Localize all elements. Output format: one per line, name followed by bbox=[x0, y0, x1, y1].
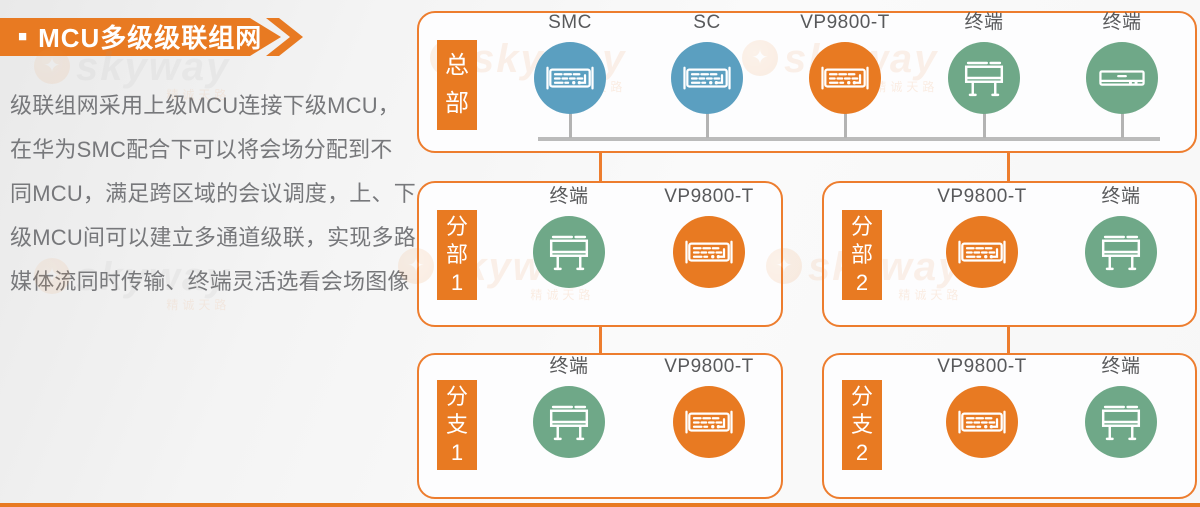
sub2-side-label: 分 支 2 bbox=[842, 380, 882, 470]
sub1-side-label: 分 支 1 bbox=[437, 380, 477, 470]
intro-line: 在华为SMC配合下可以将会场分配到不 bbox=[10, 137, 393, 162]
node-dept2-terminal: 终端 bbox=[1061, 184, 1181, 288]
node-label: 终端 bbox=[1101, 356, 1141, 377]
terminal-codec-icon bbox=[1086, 42, 1158, 114]
mcu-server-icon bbox=[534, 42, 606, 114]
intro-line: 级MCU间可以建立多通道级联，实现多路 bbox=[10, 225, 416, 250]
node-sub2-vp9800t: VP9800-T bbox=[922, 354, 1042, 458]
dept2-side-label: 分 部 2 bbox=[842, 210, 882, 300]
network-bus-line bbox=[538, 137, 1160, 141]
node-label: 终端 bbox=[549, 186, 589, 207]
bus-stem-line bbox=[705, 112, 709, 138]
cascade-link-line bbox=[598, 152, 602, 183]
hq-side-label: 总 部 bbox=[437, 40, 477, 130]
node-hq-terminal-2: 终端 bbox=[1062, 10, 1182, 114]
node-label: VP9800-T bbox=[937, 356, 1027, 377]
node-dept2-vp9800t: VP9800-T bbox=[922, 184, 1042, 288]
node-hq-terminal-1: 终端 bbox=[924, 10, 1044, 114]
node-label: 终端 bbox=[549, 356, 589, 377]
terminal-monitor-icon bbox=[533, 216, 605, 288]
node-label: 终端 bbox=[1101, 186, 1141, 207]
intro-paragraph: 级联组网采用上级MCU连接下级MCU， 在华为SMC配合下可以将会场分配到不 同… bbox=[10, 84, 416, 304]
mcu-server-icon bbox=[809, 42, 881, 114]
terminal-monitor-icon bbox=[948, 42, 1020, 114]
chevron-right-icon bbox=[266, 18, 303, 56]
node-dept1-vp9800t: VP9800-T bbox=[649, 184, 769, 288]
title-bullet-icon: ■ bbox=[18, 27, 28, 45]
cascade-link-line bbox=[1006, 152, 1010, 183]
node-label: SC bbox=[693, 12, 721, 33]
node-hq-vp9800t: VP9800-T bbox=[785, 10, 905, 114]
node-smc: SMC bbox=[510, 10, 630, 114]
node-sub2-terminal: 终端 bbox=[1061, 354, 1181, 458]
terminal-monitor-icon bbox=[1085, 386, 1157, 458]
mcu-server-icon bbox=[673, 386, 745, 458]
bus-stem-line bbox=[568, 112, 572, 138]
node-label: VP9800-T bbox=[937, 186, 1027, 207]
intro-line: 媒体流同时传输、终端灵活选看会场图像 bbox=[10, 269, 410, 294]
node-label: 终端 bbox=[1102, 12, 1142, 33]
dept1-side-label: 分 部 1 bbox=[437, 210, 477, 300]
cascade-link-line bbox=[598, 325, 602, 355]
bus-stem-line bbox=[1120, 112, 1124, 138]
node-sub1-terminal: 终端 bbox=[509, 354, 629, 458]
node-dept1-terminal: 终端 bbox=[509, 184, 629, 288]
node-label: SMC bbox=[548, 12, 592, 33]
mcu-server-icon bbox=[671, 42, 743, 114]
cascade-link-line bbox=[1006, 325, 1010, 355]
section-title-wrap: ■ MCU多级级联组网 bbox=[18, 17, 262, 55]
intro-line: 级联组网采用上级MCU连接下级MCU， bbox=[10, 93, 401, 118]
mcu-server-icon bbox=[946, 216, 1018, 288]
page-title: MCU多级级联组网 bbox=[38, 22, 263, 53]
mcu-server-icon bbox=[673, 216, 745, 288]
bus-stem-line bbox=[843, 112, 847, 138]
bottom-accent-bar bbox=[0, 503, 1200, 507]
node-sc: SC bbox=[647, 10, 767, 114]
mcu-server-icon bbox=[946, 386, 1018, 458]
node-label: VP9800-T bbox=[664, 186, 754, 207]
intro-line: 同MCU，满足跨区域的会议调度，上、下 bbox=[10, 181, 416, 206]
node-label: VP9800-T bbox=[800, 12, 890, 33]
node-sub1-vp9800t: VP9800-T bbox=[649, 354, 769, 458]
section-title-banner bbox=[0, 18, 303, 56]
bus-stem-line bbox=[982, 112, 986, 138]
terminal-monitor-icon bbox=[1085, 216, 1157, 288]
terminal-monitor-icon bbox=[533, 386, 605, 458]
node-label: 终端 bbox=[964, 12, 1004, 33]
node-label: VP9800-T bbox=[664, 356, 754, 377]
